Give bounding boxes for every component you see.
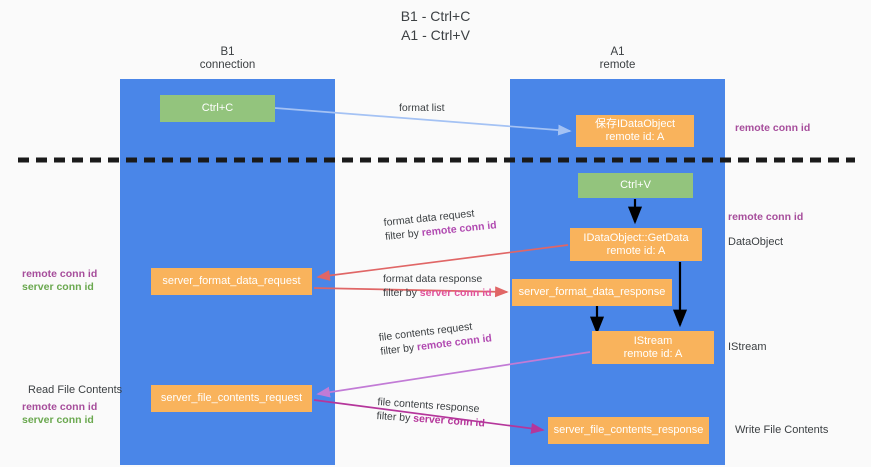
node-server-format-data-response-label: server_format_data_response xyxy=(518,286,666,298)
annotation-istream: IStream xyxy=(728,341,767,353)
node-istream-sublabel: remote id: A xyxy=(623,347,683,360)
column-header-b1: B1 connection xyxy=(120,46,335,72)
node-save-idataobject-sublabel: remote id: A xyxy=(605,131,665,143)
node-ctrl-v[interactable]: Ctrl+V xyxy=(578,173,693,198)
node-save-idataobject[interactable]: 保存IDataObject remote id: A xyxy=(576,115,694,147)
node-idataobject-getdata[interactable]: IDataObject::GetData remote id: A xyxy=(570,228,702,261)
edge-label-format-list-text: format list xyxy=(399,102,445,114)
node-idataobject-getdata-label: IDataObject::GetData xyxy=(583,231,689,244)
node-save-idataobject-label: 保存IDataObject xyxy=(594,118,676,130)
title-line-2: A1 - Ctrl+V xyxy=(401,27,470,43)
annotation-server-conn-id-text: server conn id xyxy=(22,414,94,426)
annotation-read-file-contents: Read File Contents xyxy=(28,384,123,396)
edge-label-format-data-request: format data request filter by remote con… xyxy=(383,204,497,244)
node-server-format-data-request-label: server_format_data_request xyxy=(162,275,301,287)
filter-prefix: filter by xyxy=(384,227,423,243)
node-server-file-contents-response[interactable]: server_file_contents_response xyxy=(548,417,709,444)
node-ctrl-c-label: Ctrl+C xyxy=(201,102,234,114)
node-ctrl-v-label: Ctrl+V xyxy=(620,179,651,191)
edge-label-format-data-response: format data response filter by server co… xyxy=(383,272,492,300)
annotation-dataobject: DataObject xyxy=(728,236,784,248)
column-header-a1: A1 remote xyxy=(510,46,725,72)
edge-label-file-contents-response: file contents response filter by server … xyxy=(376,395,486,431)
annotation-remote-conn-id-text: remote conn id xyxy=(22,268,98,280)
column-b1-name: B1 xyxy=(220,46,235,58)
node-ctrl-c[interactable]: Ctrl+C xyxy=(160,95,275,122)
annotation-remote-conn-id-text: remote conn id xyxy=(728,211,804,223)
annotation-remote-conn-id-top: remote conn id xyxy=(735,122,810,135)
node-server-format-data-request[interactable]: server_format_data_request xyxy=(151,268,312,295)
filter-prefix: filter by xyxy=(383,287,420,299)
node-idataobject-getdata-sublabel: remote id: A xyxy=(606,244,666,257)
node-server-file-contents-request[interactable]: server_file_contents_request xyxy=(151,385,312,412)
annotation-write-file-contents: Write File Contents xyxy=(735,424,829,436)
diagram-title: B1 - Ctrl+C A1 - Ctrl+V xyxy=(0,7,871,45)
annotation-conn-ids-bottom-left: remote conn id server conn id xyxy=(22,401,97,427)
filter-key-server-conn-id: server conn id xyxy=(412,412,486,430)
edge-label-file-contents-request: file contents request filter by remote c… xyxy=(378,317,493,358)
column-a1-role: remote xyxy=(599,59,636,71)
edge-label-format-list: format list xyxy=(399,101,445,115)
filter-prefix: filter by xyxy=(379,341,418,358)
annotation-conn-ids-mid-left: remote conn id server conn id xyxy=(22,268,97,294)
annotation-remote-conn-id-text: remote conn id xyxy=(735,122,811,134)
node-server-file-contents-request-label: server_file_contents_request xyxy=(160,392,303,404)
edge-label-format-data-response-filter: filter by server conn id xyxy=(383,286,492,300)
annotation-remote-conn-id-text: remote conn id xyxy=(22,401,98,413)
filter-key-server-conn-id: server conn id xyxy=(419,287,492,299)
title-line-1: B1 - Ctrl+C xyxy=(400,8,471,24)
filter-prefix: filter by xyxy=(376,409,414,425)
edge-label-format-data-response-text: format data response xyxy=(383,273,483,285)
node-server-format-data-response[interactable]: server_format_data_response xyxy=(512,279,672,306)
column-b1-role: connection xyxy=(199,59,256,71)
node-istream-label: IStream xyxy=(633,334,673,347)
annotation-remote-conn-id-mid: remote conn id xyxy=(728,211,803,224)
node-istream[interactable]: IStream remote id: A xyxy=(592,331,714,364)
column-a1-name: A1 xyxy=(610,46,625,58)
annotation-server-conn-id-text: server conn id xyxy=(22,281,94,293)
node-server-file-contents-response-label: server_file_contents_response xyxy=(553,424,704,436)
